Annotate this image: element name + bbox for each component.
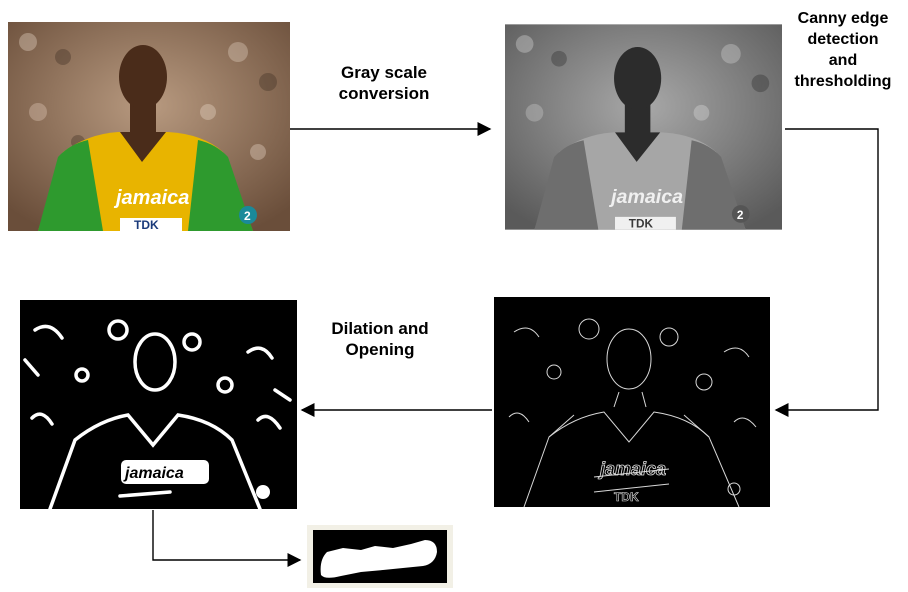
jersey-text-edges: jamaica xyxy=(598,459,666,479)
sponsor-text: TDK xyxy=(134,218,159,231)
label-line: Gray scale xyxy=(340,63,427,82)
label-grayscale-conversion: Gray scale conversion xyxy=(304,62,464,104)
arrow-canny xyxy=(774,128,879,417)
label-line: detection xyxy=(807,31,879,48)
label-line: thresholding xyxy=(794,73,892,90)
label-canny-edge: Canny edge detection and thresholding xyxy=(778,8,908,92)
label-line: and xyxy=(828,52,858,69)
bib-number: 2 xyxy=(737,209,744,222)
grayscale-photo: jamaica TDK 2 xyxy=(505,23,782,231)
jersey-text: jamaica xyxy=(113,187,189,209)
jersey-text: jamaica xyxy=(608,186,683,208)
label-line: Dilation and xyxy=(331,319,429,338)
label-line: Canny edge xyxy=(797,10,889,27)
dilated-binary-image: jamaica xyxy=(20,300,297,509)
sponsor-text-edges: TDK xyxy=(614,490,639,504)
canny-edge-image: jamaica TDK xyxy=(494,297,770,507)
bib-number: 2 xyxy=(244,209,251,223)
color-photo: jamaica TDK 2 xyxy=(8,22,290,231)
cropped-text-region xyxy=(307,525,453,588)
jersey-text-binary: jamaica xyxy=(123,465,184,482)
label-dilation-opening: Dilation and Opening xyxy=(300,318,460,360)
label-line: Opening xyxy=(345,340,415,359)
label-line: conversion xyxy=(338,84,430,103)
arrow-crop xyxy=(152,510,302,567)
sponsor-text: TDK xyxy=(629,218,654,231)
